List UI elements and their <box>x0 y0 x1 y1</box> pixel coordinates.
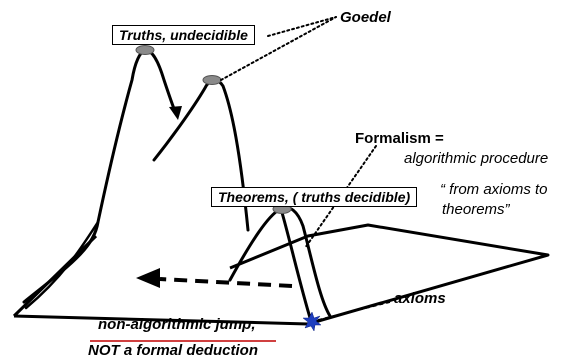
truths-peak-right-slope <box>143 48 178 116</box>
second-peak-marker <box>202 75 222 85</box>
formalism-quote-line1: “ from axioms to <box>440 181 548 198</box>
truths-undecidible-label: Truths, undecidible <box>112 25 255 45</box>
theorems-label: Theorems, ( truths decidible) <box>211 187 418 207</box>
formalism-definition: algorithmic procedure <box>404 150 549 167</box>
theorems-peak <box>228 206 332 318</box>
jump-label-line1: non-algorithmic jump, <box>98 316 256 333</box>
goedel-connector-upper <box>267 16 337 37</box>
jump-label-line2: NOT a formal deduction <box>88 342 259 359</box>
truths-peak-arrowhead <box>169 106 182 120</box>
ground-plane <box>12 223 550 326</box>
theorems-to-axiom-path <box>279 207 313 323</box>
goedel-label: Goedel <box>340 9 391 26</box>
truths-peak-inner-slope <box>24 220 100 310</box>
axioms-connector <box>317 301 391 321</box>
truths-peak-left-slope <box>22 48 147 304</box>
axioms-label: axioms <box>394 290 446 307</box>
second-peak <box>152 78 250 232</box>
axiom-star <box>302 311 322 332</box>
goedel-connector-lower <box>220 16 337 81</box>
formalism-title: Formalism = <box>355 130 444 147</box>
formalism-quote-line2: theorems” <box>442 201 510 218</box>
jump-arrow-shaft <box>159 277 293 288</box>
jump-arrowhead <box>136 268 160 288</box>
truths-peak-marker <box>135 45 155 55</box>
